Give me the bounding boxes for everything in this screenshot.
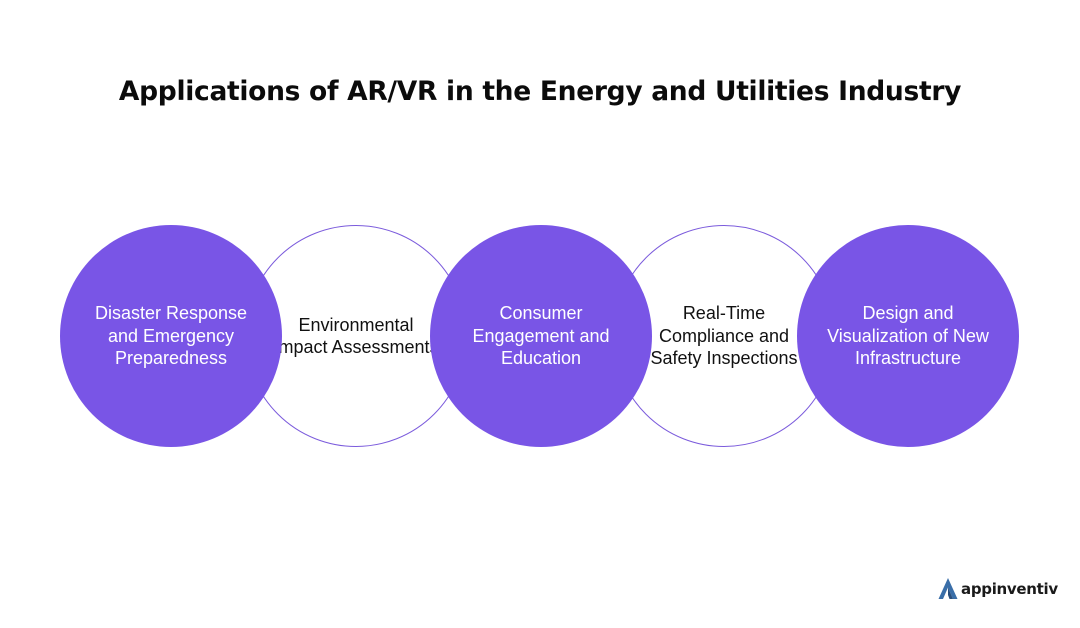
item-label: Design and Visualization of New Infrastr…	[827, 303, 989, 369]
item-label: Disaster Response and Emergency Prepared…	[94, 303, 248, 369]
item-label: Real-Time Compliance and Safety Inspecti…	[650, 303, 798, 369]
item-design-visualization: Design and Visualization of New Infrastr…	[797, 225, 1019, 447]
item-consumer-engagement: Consumer Engagement and Education	[430, 225, 652, 447]
appinventiv-logo-icon	[938, 578, 958, 599]
item-disaster-response: Disaster Response and Emergency Prepared…	[60, 225, 282, 447]
logo-text: appinventiv	[961, 580, 1058, 598]
page-title: Applications of AR/VR in the Energy and …	[118, 76, 962, 107]
brand-logo: appinventiv	[937, 576, 1058, 602]
item-label: Environmental Impact Assessments	[273, 314, 439, 358]
item-label: Consumer Engagement and Education	[472, 303, 610, 369]
